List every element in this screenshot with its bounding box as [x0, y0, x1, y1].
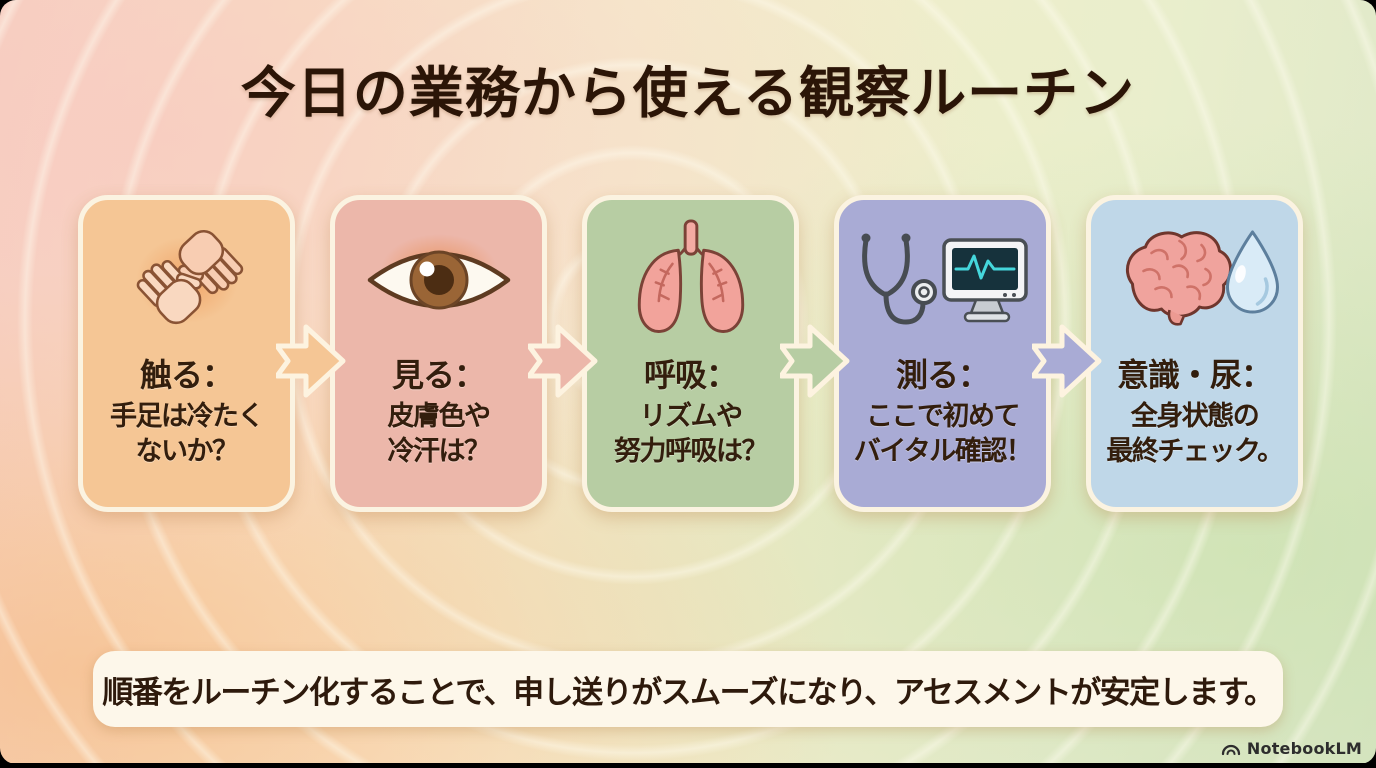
- brain-water-drop-icon: [1106, 214, 1284, 346]
- step-card-consciousness-urine: 意識・尿： 全身状態の 最終チェック。: [1086, 195, 1303, 512]
- step-line-2: ないか？: [135, 436, 240, 468]
- step-card-look: 見る： 皮膚色や 冷汗は？: [330, 195, 547, 512]
- step-heading: 呼吸：: [643, 356, 738, 394]
- summary-banner: 順番をルーチン化することで、申し送りがスムーズになり、アセスメントが安定します。: [93, 651, 1283, 727]
- step-card-text: 呼吸： リズムや 努力呼吸は？: [614, 350, 769, 469]
- step-line-2: 冷汗は？: [387, 436, 492, 468]
- summary-text: 順番をルーチン化することで、申し送りがスムーズになり、アセスメントが安定します。: [102, 674, 1275, 711]
- bottom-black-bar: [0, 763, 1376, 768]
- notebooklm-logo-icon: [1221, 744, 1241, 756]
- flow-arrow-2: [528, 324, 598, 398]
- step-card-text: 意識・尿： 全身状態の 最終チェック。: [1106, 350, 1284, 469]
- step-line-1: ここで初めて: [865, 401, 1021, 432]
- step-line-1: リズムや: [639, 401, 744, 432]
- step-heading: 触る：: [139, 356, 234, 394]
- step-card-measure: 測る： ここで初めて バイタル確認！: [834, 195, 1051, 512]
- step-heading: 意識・尿：: [1116, 356, 1273, 394]
- step-line-2: バイタル確認！: [853, 436, 1033, 468]
- step-line-1: 全身状態の: [1130, 401, 1260, 432]
- step-heading: 測る：: [895, 356, 990, 394]
- step-line-1: 手足は冷たく: [110, 401, 265, 432]
- step-card-text: 見る： 皮膚色や 冷汗は？: [387, 350, 492, 469]
- flow-arrow-4: [1032, 324, 1102, 398]
- notebooklm-watermark: NotebookLM: [1220, 739, 1362, 758]
- step-card-text: 触る： 手足は冷たく ないか？: [110, 350, 265, 469]
- step-line-2: 努力呼吸は？: [614, 436, 769, 468]
- stethoscope-monitor-icon: [847, 214, 1039, 346]
- step-line-2: 最終チェック。: [1106, 436, 1284, 468]
- flow-arrow-1: [276, 324, 346, 398]
- page-title: 今日の業務から使える観察ルーチン: [240, 61, 1136, 125]
- step-card-breathing: 呼吸： リズムや 努力呼吸は？: [582, 195, 799, 512]
- eye-icon: [364, 214, 514, 346]
- touching-hands-icon: [117, 214, 257, 346]
- lungs-icon: [616, 214, 766, 346]
- step-card-text: 測る： ここで初めて バイタル確認！: [853, 350, 1033, 469]
- step-line-1: 皮膚色や: [387, 401, 492, 432]
- step-card-touch: 触る： 手足は冷たく ないか？: [78, 195, 295, 512]
- watermark-label: NotebookLM: [1246, 739, 1362, 758]
- flow-arrow-3: [780, 324, 850, 398]
- step-heading: 見る：: [391, 356, 486, 394]
- step-cards-row: 触る： 手足は冷たく ないか？: [78, 195, 1303, 512]
